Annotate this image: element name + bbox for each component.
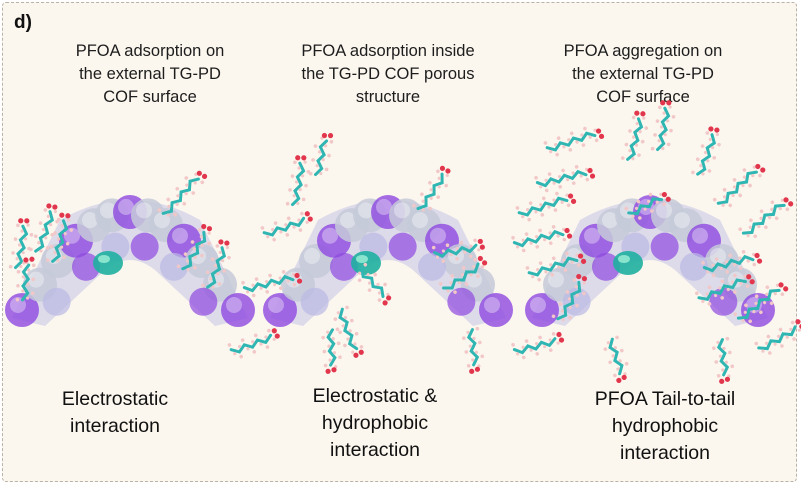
- pfoa-chain: [176, 223, 213, 272]
- pfoa-chain: [620, 110, 649, 161]
- footer-electrostatic-hydrophobic: Electrostatic & hydrophobic interaction: [312, 385, 438, 461]
- pfoa-chain: [534, 165, 596, 193]
- pfoa-chain: [511, 331, 565, 360]
- pfoa-chain: [603, 335, 629, 384]
- pfoa-chain: [712, 336, 735, 384]
- pfoa-chain: [157, 170, 208, 217]
- pfoa-chain: [438, 255, 488, 294]
- cof-structure-3: [525, 195, 775, 327]
- pfoa-chain: [260, 211, 313, 242]
- pfoa-chain: [551, 273, 588, 322]
- pfoa-chain: [691, 126, 721, 176]
- pfoa-chain: [624, 191, 671, 220]
- pfoa-chain: [15, 256, 36, 302]
- cof-structure-2: [263, 195, 513, 327]
- pfoa-chain: [431, 238, 485, 263]
- pfoa-chain: [285, 155, 311, 207]
- caption-internal-adsorption: PFOA adsorption inside the TG-PD COF por…: [301, 42, 475, 106]
- pfoa-chain: [45, 212, 74, 263]
- pfoa-chain: [357, 262, 392, 306]
- pfoa-chain: [241, 270, 303, 298]
- cof-structures: [5, 195, 775, 327]
- pfoa-chain: [227, 328, 280, 359]
- pfoa-chain: [712, 163, 766, 208]
- pfoa-chain: [333, 305, 364, 358]
- footer-electrostatic: Electrostatic interaction: [61, 388, 169, 437]
- pfoa-chain: [308, 132, 334, 177]
- pfoa-chains: [8, 100, 801, 384]
- pfoa-chain: [525, 251, 587, 282]
- pfoa-chain: [695, 273, 755, 306]
- footer-tail-to-tail: PFOA Tail-to-tail hydrophobic interactio…: [594, 388, 736, 464]
- panel-label: d): [14, 12, 32, 33]
- pfoa-chain: [515, 191, 577, 222]
- pfoa-chain: [201, 239, 231, 289]
- pfoa-chain: [511, 225, 573, 253]
- pfoa-chain: [738, 197, 794, 239]
- pfoa-chain: [733, 282, 789, 324]
- pfoa-chain: [543, 126, 605, 157]
- pfoa-chain: [650, 100, 676, 152]
- caption-aggregation: PFOA aggregation on the external TG-PD C…: [563, 42, 723, 106]
- pfoa-chain: [412, 165, 451, 212]
- pfoa-chain: [321, 327, 342, 374]
- pfoa-chain: [29, 203, 59, 253]
- caption-external-adsorption: PFOA adsorption on the external TG-PD CO…: [75, 42, 225, 106]
- pfoa-chain: [701, 250, 763, 278]
- pfoa-chain: [462, 326, 485, 374]
